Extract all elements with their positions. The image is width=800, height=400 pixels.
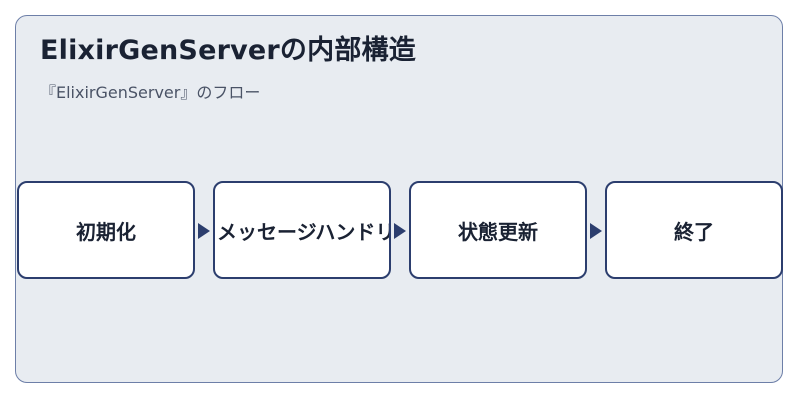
flow-step-terminate: 終了 bbox=[605, 181, 783, 279]
flow-arrow-3 bbox=[590, 223, 602, 239]
flow-arrow-1 bbox=[198, 223, 210, 239]
flow-step-initialize: 初期化 bbox=[17, 181, 195, 279]
flow-step-state-update: 状態更新 bbox=[409, 181, 587, 279]
flow-arrow-2 bbox=[394, 223, 406, 239]
flow-step-message-handling: メッセージハンドリング bbox=[213, 181, 391, 279]
page-title: ElixirGenServerの内部構造 bbox=[40, 35, 416, 66]
page-subtitle: 『ElixirGenServer』のフロー bbox=[40, 83, 261, 102]
